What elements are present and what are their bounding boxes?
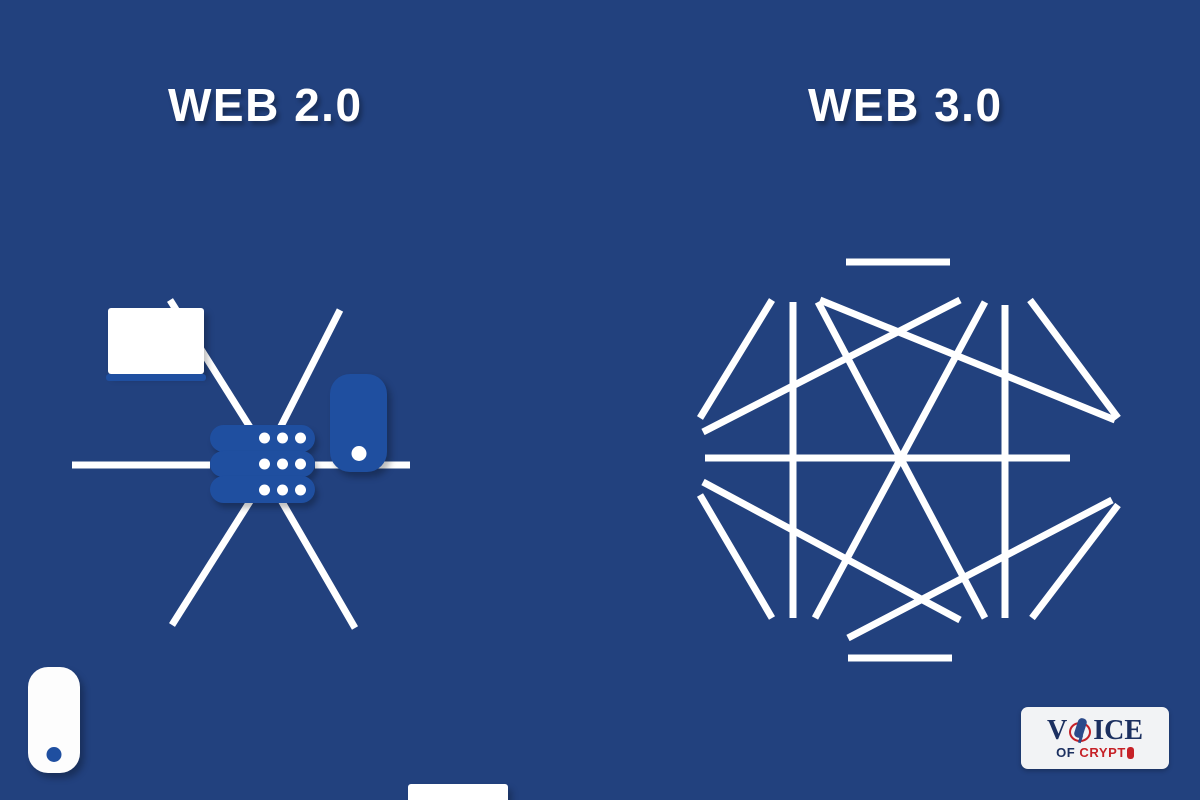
server-led-row-top (258, 432, 306, 444)
logo-word-crypto-text: CRYPT (1079, 745, 1126, 760)
laptop-screen (108, 308, 204, 374)
link-A-F (814, 300, 989, 620)
microphone-small-icon (1126, 746, 1134, 759)
link-A-D (818, 296, 1117, 424)
web2-phone-top-right[interactable] (330, 374, 387, 472)
panel-title-web2: WEB 2.0 (168, 79, 363, 131)
voice-of-crypto-logo[interactable]: V ICE OF CRYPT (1021, 707, 1169, 769)
logo-word-of: OF (1056, 745, 1076, 760)
link-B-D (1027, 297, 1121, 421)
logo-letter-v: V (1046, 715, 1068, 746)
link-hub-to-laptop-bot-right (274, 493, 359, 630)
microphone-icon (1068, 717, 1092, 744)
server-led-row-middle (258, 458, 306, 470)
monitor-screen (408, 784, 508, 800)
logo-wordmark-voice: V ICE (1047, 717, 1143, 745)
web2-laptop-top-left[interactable] (106, 308, 206, 386)
link-D-F (1029, 502, 1121, 621)
web2-phone-left[interactable] (28, 667, 80, 773)
link-C-E (696, 493, 776, 620)
link-C-F (701, 478, 962, 624)
phone-home-button (46, 747, 62, 762)
link-B-C (701, 296, 962, 436)
link-A-C (697, 298, 775, 420)
logo-word-crypto: CRYPT (1079, 746, 1134, 759)
panel-title-web3: WEB 3.0 (808, 79, 1003, 131)
link-B-E (811, 300, 989, 620)
link-hub-to-monitor-bot-left (169, 493, 257, 627)
link-D-E (846, 496, 1114, 642)
web2-central-server[interactable] (210, 425, 315, 503)
phone-home-button (351, 446, 366, 461)
logo-tagline: OF CRYPT (1056, 746, 1134, 759)
laptop-base (106, 373, 206, 382)
web2-monitor-right[interactable] (408, 784, 508, 800)
logo-letters-ice: ICE (1093, 715, 1144, 746)
server-led-row-bottom (258, 484, 306, 496)
